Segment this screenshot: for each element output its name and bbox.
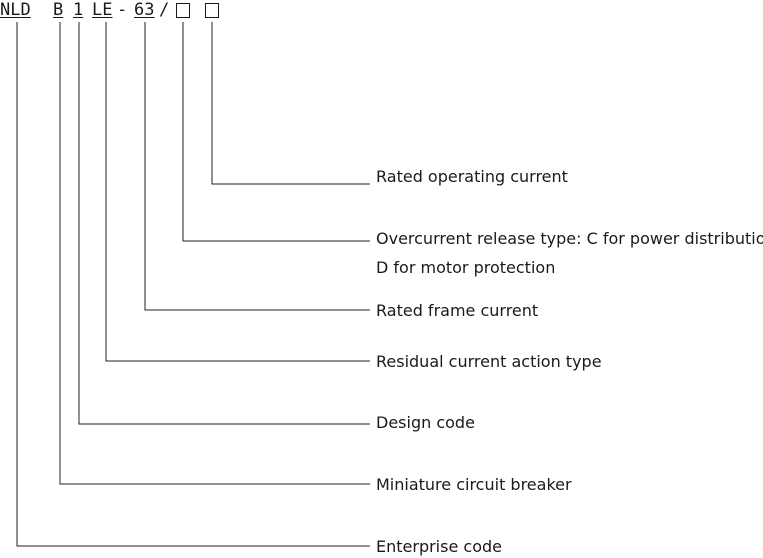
leader-line-miniature-breaker — [59, 22, 370, 485]
label-overcurrent-release-line1: Overcurrent release type: C for power di… — [376, 229, 763, 248]
leader-line-enterprise-code — [16, 22, 370, 547]
code-part-frame: 63 — [134, 0, 155, 20]
code-part-breaker: B — [53, 0, 64, 20]
leader-line-design-code — [78, 22, 370, 425]
code-blank-release-type — [176, 3, 190, 18]
label-enterprise-code: Enterprise code — [376, 537, 502, 556]
label-rated-frame-current: Rated frame current — [376, 301, 539, 320]
code-part-slash: / — [159, 0, 170, 20]
leader-line-residual-current — [105, 22, 370, 362]
code-part-design: 1 — [73, 0, 84, 20]
code-part-residual: LE — [92, 0, 113, 20]
code-part-enterprise: NLD — [0, 0, 31, 20]
label-overcurrent-release-line2: D for motor protection — [376, 258, 556, 277]
leader-line-rated-frame-current — [144, 22, 370, 311]
leader-line-overcurrent-release — [182, 22, 370, 242]
label-miniature-circuit-breaker: Miniature circuit breaker — [376, 475, 572, 494]
label-rated-operating-current: Rated operating current — [376, 167, 568, 186]
label-residual-current-action-type: Residual current action type — [376, 352, 602, 371]
code-part-dash: - — [117, 0, 128, 20]
code-blank-operating-current — [205, 3, 219, 18]
leader-line-rated-operating-current — [211, 22, 370, 185]
label-design-code: Design code — [376, 413, 475, 432]
